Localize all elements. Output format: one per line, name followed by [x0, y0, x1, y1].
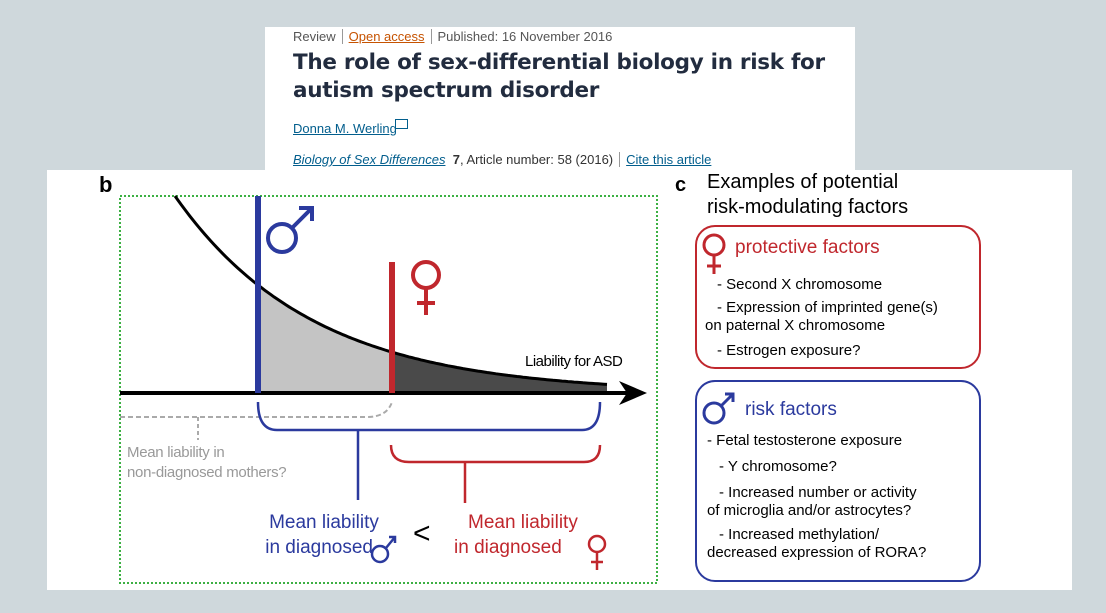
female-mean-label: Mean liability in diagnosed: [454, 510, 578, 560]
citation-line: Biology of Sex Differences 7, Article nu…: [293, 152, 711, 167]
article-type: Review: [293, 29, 336, 44]
mothers-label-line: non-diagnosed mothers?: [127, 464, 287, 481]
heading-line: risk-modulating factors: [707, 196, 909, 218]
panel-b-label: b: [99, 172, 113, 197]
female-diagnosed-area: [392, 352, 607, 393]
dotted-frame: [119, 195, 658, 584]
protective-item: - Estrogen exposure?: [717, 342, 861, 359]
risk-item: - Y chromosome?: [719, 458, 837, 475]
risk-title: risk factors: [745, 399, 837, 420]
male-symbol-icon: [266, 206, 314, 254]
risk-item: decreased expression of RORA?: [707, 544, 927, 561]
email-icon[interactable]: [395, 119, 408, 129]
article-meta: Review Open access Published: 16 November …: [293, 29, 612, 44]
risk-item: of microglia and/or astrocytes?: [707, 502, 912, 519]
female-bracket: [389, 444, 602, 464]
open-access-link[interactable]: Open access: [348, 29, 425, 44]
male-label-line: in diagnosed: [265, 537, 373, 558]
cite-article-link[interactable]: Cite this article: [626, 152, 712, 167]
panel-c-heading: Examples of potential risk-modulating fac…: [707, 170, 908, 220]
risk-item: - Fetal testosterone exposure: [707, 432, 903, 449]
author-link[interactable]: Donna M. Werling: [293, 121, 397, 136]
liability-diagram: [119, 195, 735, 584]
protective-item: - Second X chromosome: [717, 276, 883, 293]
panel-c-label: c: [675, 174, 687, 196]
male-mean-label: Mean liability in diagnosed: [247, 510, 381, 560]
mothers-label: Mean liability in non-diagnosed mothers?: [127, 443, 287, 483]
mothers-bracket: [120, 401, 393, 418]
mothers-label-line: Mean liability in: [127, 444, 225, 461]
male-bracket: [256, 401, 602, 432]
risk-item: - Increased number or activity: [719, 484, 917, 501]
protective-list: - Second X chromosome - Expression of im…: [705, 274, 938, 362]
protective-factors-box: protective factors - Second X chromosome…: [695, 225, 981, 369]
male-symbol-c-icon: [702, 392, 735, 425]
volume: 7: [452, 152, 460, 167]
published-date: Published: 16 November 2016: [437, 29, 613, 44]
axis-label: Liability for ASD: [525, 353, 623, 370]
risk-factors-box: risk factors - Fetal testosterone exposu…: [695, 380, 981, 582]
protective-title: protective factors: [735, 237, 880, 258]
journal-link[interactable]: Biology of Sex Differences: [293, 152, 446, 167]
less-than-sign: <: [413, 517, 431, 550]
female-symbol-icon: [411, 260, 441, 315]
risk-item: - Increased methylation/: [719, 526, 880, 543]
article-title: The role of sex-differential biology in …: [293, 50, 825, 103]
female-symbol-small-icon: [587, 534, 607, 570]
male-diagnosed-area: [258, 285, 392, 393]
protective-item: - Expression of imprinted gene(s): [717, 299, 938, 316]
risk-list: - Fetal testosterone exposure - Y chromo…: [707, 432, 926, 562]
figure: b Liability for ASD Mean liability in non…: [47, 170, 1072, 590]
axis-arrow-icon: [619, 381, 647, 405]
heading-line: Examples of potential: [707, 171, 899, 193]
protective-item: on paternal X chromosome: [705, 317, 886, 334]
article-header: Review Open access Published: 16 November …: [265, 27, 855, 170]
male-symbol-small-icon: [370, 535, 397, 564]
male-label-line: Mean liability: [269, 512, 379, 533]
article-number: , Article number: 58 (2016): [459, 152, 614, 167]
female-label-line: Mean liability: [468, 512, 578, 533]
female-label-line: in diagnosed: [454, 537, 562, 558]
